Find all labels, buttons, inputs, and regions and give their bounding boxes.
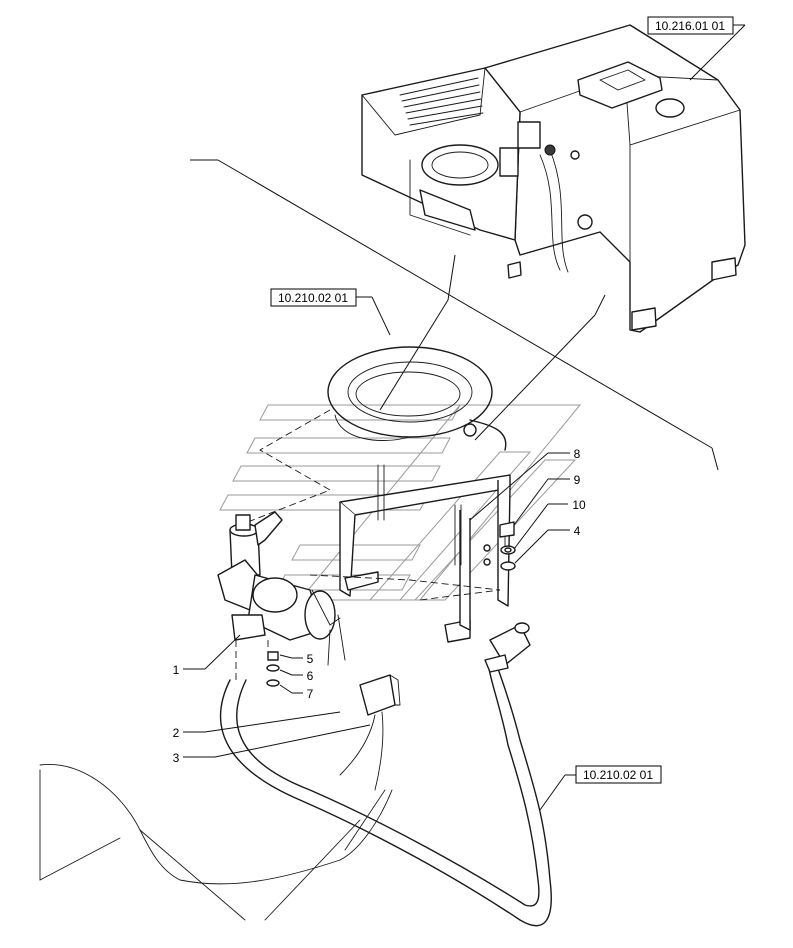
- svg-text:10.216.01 01: 10.216.01 01: [655, 19, 725, 33]
- filler-cap: [577, 61, 663, 109]
- watermark-logo: [219, 404, 582, 601]
- electric-pump: [217, 511, 346, 666]
- svg-text:7: 7: [307, 687, 314, 701]
- callout-8: 8: [469, 447, 581, 521]
- tank-vent-grille: [399, 77, 484, 126]
- fuel-tank: [361, 24, 746, 333]
- svg-text:8: 8: [574, 447, 581, 461]
- wire-harness: [39, 764, 393, 921]
- svg-text:2: 2: [173, 726, 180, 740]
- callout-5: 5: [279, 652, 314, 666]
- svg-text:10.210.02 01: 10.210.02 01: [278, 291, 348, 305]
- svg-text:10.210.02 01: 10.210.02 01: [583, 768, 653, 782]
- callout-2: 2: [173, 711, 341, 740]
- tank-port: [655, 98, 685, 118]
- callout-6: 6: [279, 669, 314, 683]
- screw-set: [266, 651, 280, 687]
- coiled-hose: [327, 346, 507, 451]
- mounting-bracket: [339, 464, 511, 643]
- svg-text:10: 10: [572, 498, 586, 512]
- svg-text:3: 3: [173, 751, 180, 765]
- callout-3: 3: [173, 724, 371, 765]
- callout-4: 4: [514, 524, 581, 564]
- svg-text:1: 1: [173, 663, 180, 677]
- svg-text:9: 9: [574, 473, 581, 487]
- fuel-hose: [219, 622, 552, 927]
- relay-module: [339, 674, 401, 791]
- svg-text:6: 6: [307, 669, 314, 683]
- ref-box-hose-upper: 10.210.02 01: [270, 288, 391, 336]
- assembly-lines: [190, 159, 719, 471]
- callout-10: 10: [513, 498, 586, 550]
- callout-1: 1: [173, 634, 241, 677]
- callout-9: 9: [513, 473, 581, 526]
- tank-gauge: [577, 214, 593, 230]
- svg-text:5: 5: [307, 652, 314, 666]
- callout-7: 7: [279, 684, 314, 701]
- ref-box-hose-lower: 10.210.02 01: [539, 765, 662, 811]
- ref-box-tank: 10.216.01 01: [647, 16, 746, 81]
- svg-text:4: 4: [574, 524, 581, 538]
- tank-mini-pump: [409, 121, 580, 273]
- bolt-and-washers: [499, 521, 516, 571]
